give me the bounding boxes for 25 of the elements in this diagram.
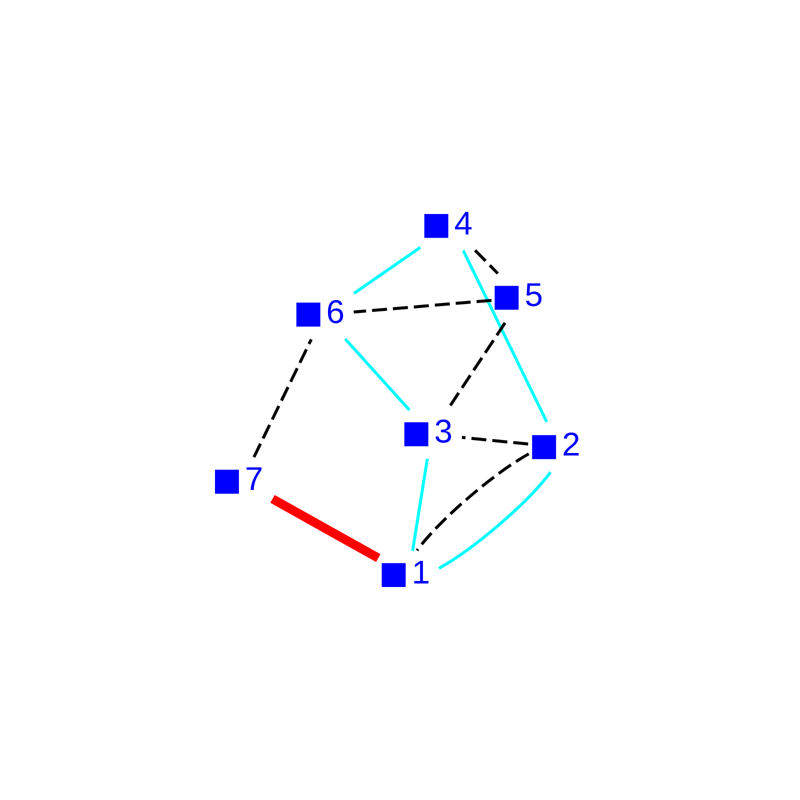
- node-box: [381, 562, 406, 587]
- node-label: 1: [411, 552, 430, 590]
- node-label: 7: [244, 460, 263, 497]
- node-label: 3: [434, 412, 452, 450]
- connector: [461, 435, 528, 446]
- node-box: [532, 434, 556, 459]
- node-label: 2: [562, 425, 580, 462]
- connector: [352, 246, 421, 294]
- connector: [415, 452, 530, 551]
- node-label: 4: [454, 204, 472, 241]
- node-box: [296, 302, 320, 326]
- connector: [438, 470, 552, 570]
- node-box: [494, 285, 518, 310]
- connector: [353, 298, 492, 314]
- node-box: [424, 213, 448, 238]
- connector: [410, 458, 428, 551]
- connector: [461, 249, 548, 422]
- connector: [270, 494, 380, 562]
- connector: [252, 338, 312, 458]
- node-label: 6: [326, 292, 344, 330]
- node-label: 5: [524, 276, 542, 313]
- connector: [474, 248, 498, 274]
- connector: [344, 337, 410, 411]
- node-box: [404, 422, 428, 446]
- node-box: [214, 469, 238, 494]
